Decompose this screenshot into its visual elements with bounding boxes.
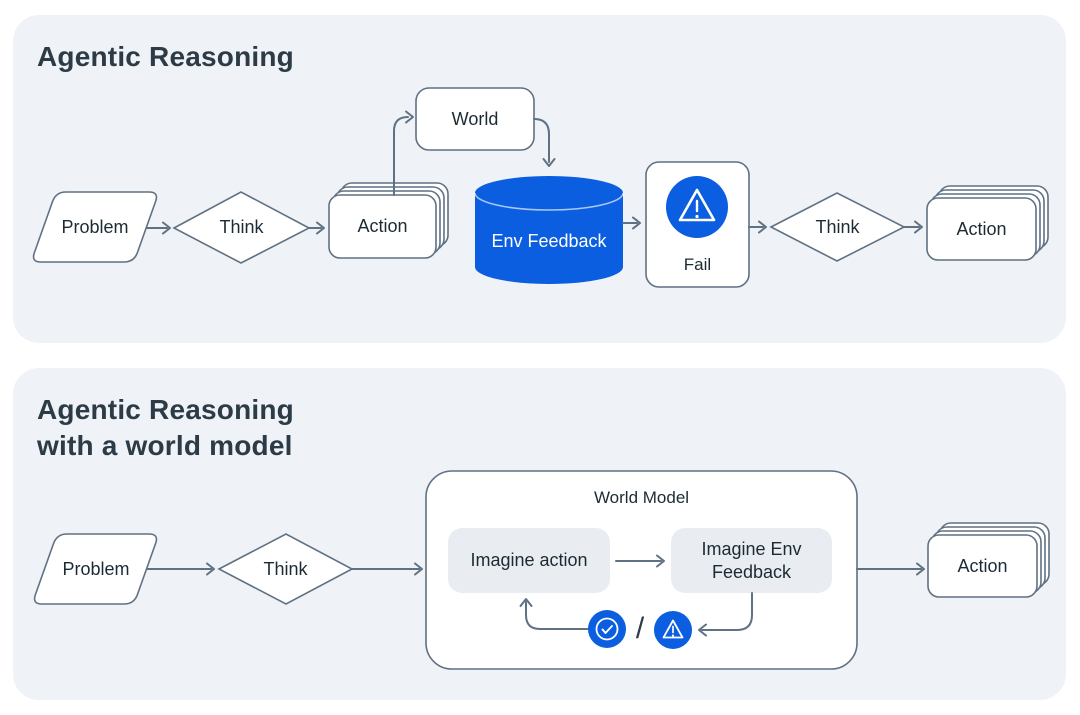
check-mark [601, 625, 613, 634]
arrowhead-think-worldmodel [414, 562, 423, 576]
arrowhead-worldmodel-action [916, 562, 925, 576]
action1-card-front [328, 194, 437, 259]
arrowhead-think2-action2 [914, 220, 923, 234]
problem-parallelogram [33, 533, 158, 605]
arrowhead-imagine-action-env [656, 554, 665, 568]
check-ring [595, 617, 619, 641]
arrowhead-env-fail [632, 216, 641, 230]
arrowhead-problem-think [162, 221, 171, 235]
panel-agentic-reasoning-world-model: Agentic Reasoning with a world model Pro… [13, 368, 1066, 700]
warning-exclamation-dot [671, 634, 675, 637]
warning-triangle-icon [678, 188, 716, 222]
arrow-action-world [393, 116, 409, 196]
warning-exclamation-dot [695, 214, 699, 219]
arrow-world-env [533, 118, 550, 163]
think1-diamond [172, 191, 311, 264]
arrowhead-world-env [542, 158, 556, 167]
loop-env-to-warning [701, 592, 753, 631]
warning-triangle-icon [654, 611, 692, 649]
arrowhead-problem-think [206, 562, 215, 576]
arrowhead-think-action [316, 221, 325, 235]
env-feedback-cylinder [475, 176, 623, 284]
check-circle-icon [588, 610, 626, 648]
cylinder-top-highlight [474, 192, 624, 211]
panel1-canvas [32, 87, 1049, 288]
warning-triangle-outline [678, 188, 716, 222]
panel2-title-line2: with a world model [37, 429, 293, 461]
action2-card-front [926, 197, 1037, 261]
think2-diamond [769, 192, 906, 262]
panel2-title-line1: Agentic Reasoning [37, 394, 294, 425]
action-card-front [927, 534, 1038, 598]
check-badge-circle [588, 610, 626, 648]
panel1-title: Agentic Reasoning [37, 41, 294, 72]
problem-parallelogram [32, 191, 158, 263]
arrowhead-loop-action [519, 598, 533, 607]
warning-triangle-outline [662, 619, 684, 639]
world-box [415, 87, 535, 151]
arrowhead-loop-warning [698, 623, 707, 637]
panel2-canvas [33, 470, 1050, 670]
imagine-env-pill [671, 528, 832, 593]
loop-check-to-action [525, 601, 589, 630]
think-diamond [217, 533, 354, 605]
arrowhead-action-world [405, 110, 414, 124]
panel2-title: Agentic Reasoning with a world model [37, 392, 294, 464]
imagine-action-pill [448, 528, 610, 593]
panel-agentic-reasoning: Agentic Reasoning Problem Think Action W… [13, 15, 1066, 343]
arrowhead-fail-think2 [758, 220, 767, 234]
